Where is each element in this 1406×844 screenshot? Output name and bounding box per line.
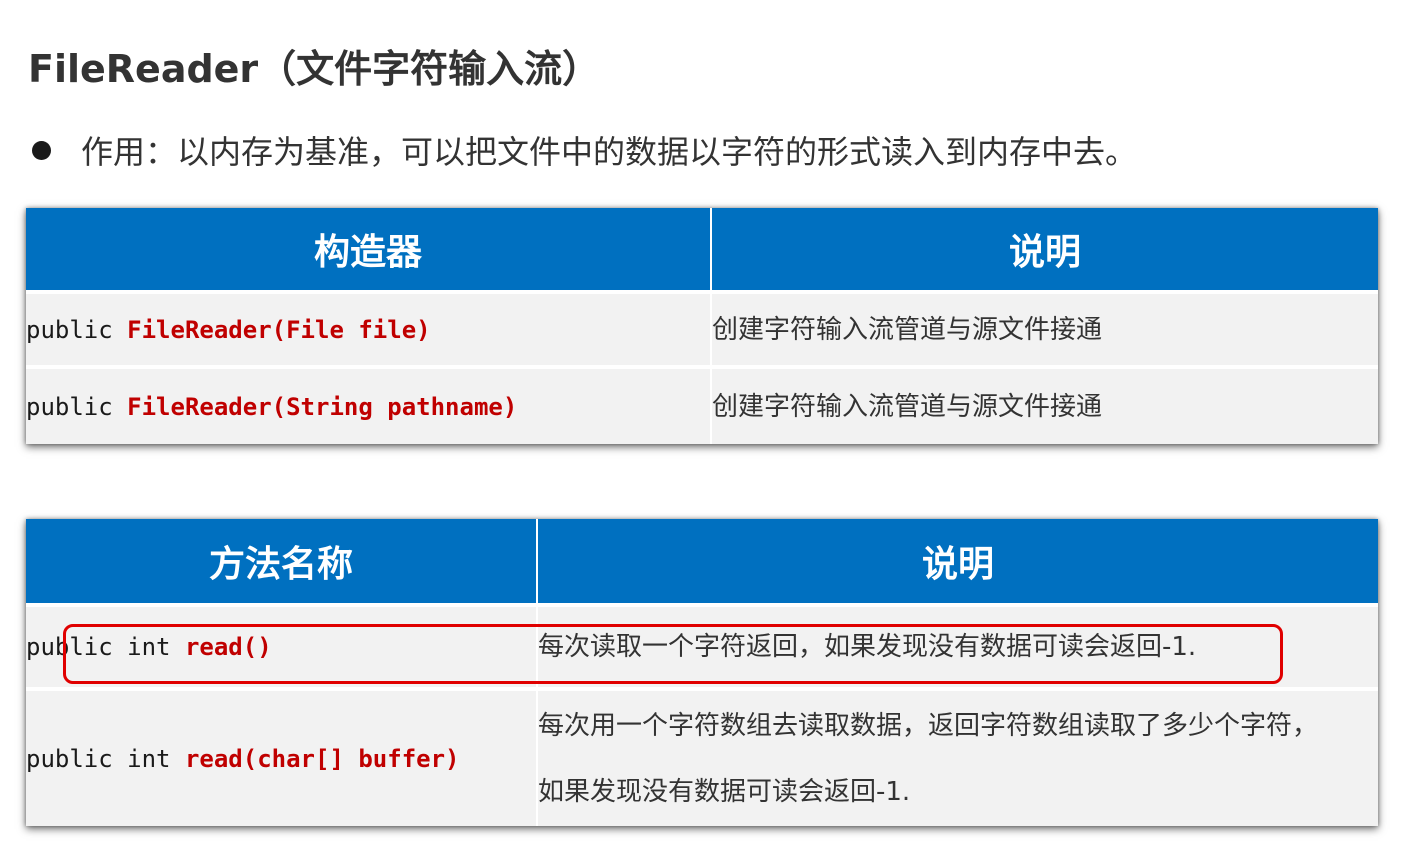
code-signature: FileReader(File file) xyxy=(127,315,431,344)
code-signature: read() xyxy=(184,633,272,661)
header-description: 说明 xyxy=(538,519,1378,607)
bullet-dot-icon xyxy=(32,140,51,160)
code-signature: read(char[] buffer) xyxy=(184,744,460,773)
table-row: public int read() 每次读取一个字符返回，如果发现没有数据可读会… xyxy=(26,607,1378,691)
table-row: public FileReader(File file) 创建字符输入流管道与源… xyxy=(26,294,1378,369)
bullet-text: 作用：以内存为基准，可以把文件中的数据以字符的形式读入到内存中去。 xyxy=(81,133,1138,171)
constructor-description-cell: 创建字符输入流管道与源文件接通 xyxy=(712,294,1378,369)
code-prefix: public xyxy=(26,315,128,344)
table-row: public int read(char[] buffer) 每次用一个字符数组… xyxy=(26,691,1378,826)
constructor-description-cell: 创建字符输入流管道与源文件接通 xyxy=(712,369,1378,444)
code-prefix: public int xyxy=(26,633,185,661)
code-signature: FileReader(String pathname) xyxy=(127,392,518,421)
method-description-cell: 每次用一个字符数组去读取数据，返回字符数组读取了多少个字符， 如果发现没有数据可… xyxy=(538,691,1378,826)
constructor-signature-cell: public FileReader(File file) xyxy=(26,294,712,369)
method-signature-cell: public int read(char[] buffer) xyxy=(26,691,538,826)
table-header-row: 方法名称 说明 xyxy=(26,519,1378,607)
header-description: 说明 xyxy=(712,208,1378,294)
constructor-signature-cell: public FileReader(String pathname) xyxy=(26,369,712,444)
description-line: 每次用一个字符数组去读取数据，返回字符数组读取了多少个字符， xyxy=(538,710,1319,741)
header-constructor: 构造器 xyxy=(26,208,712,294)
bullet-item: 作用：以内存为基准，可以把文件中的数据以字符的形式读入到内存中去。 xyxy=(28,128,1137,172)
method-description-cell: 每次读取一个字符返回，如果发现没有数据可读会返回-1. xyxy=(538,607,1378,691)
table-row: public FileReader(String pathname) 创建字符输… xyxy=(26,369,1378,444)
code-prefix: public xyxy=(26,392,128,421)
method-signature-cell: public int read() xyxy=(26,607,538,691)
table-header-row: 构造器 说明 xyxy=(26,208,1378,294)
description-line: 如果发现没有数据可读会返回-1. xyxy=(538,776,911,807)
methods-table: 方法名称 说明 public int read() 每次读取一个字符返回，如果发… xyxy=(26,519,1378,826)
code-prefix: public int xyxy=(26,744,185,773)
header-method-name: 方法名称 xyxy=(26,519,538,607)
page-title: FileReader（文件字符输入流） xyxy=(28,47,601,91)
constructors-table: 构造器 说明 public FileReader(File file) 创建字符… xyxy=(26,208,1378,444)
